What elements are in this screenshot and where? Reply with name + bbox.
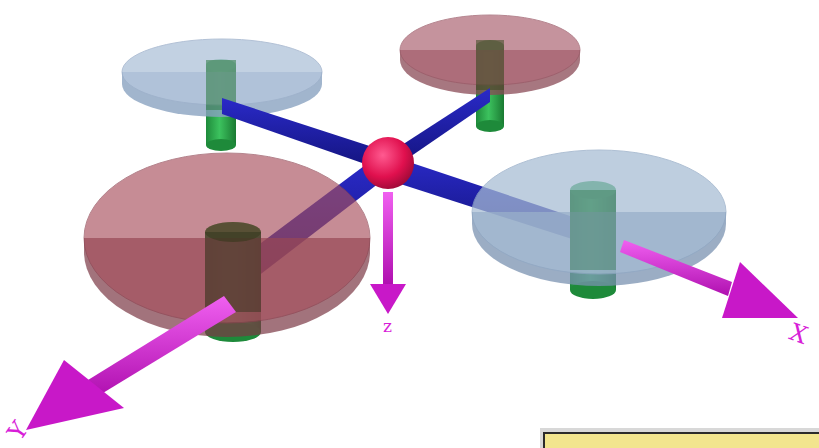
- center-body: [362, 137, 414, 189]
- back-right-motor: [476, 40, 504, 132]
- motor-base: [206, 139, 236, 151]
- y-axis-label: Y: [4, 417, 33, 444]
- axis-shaft: [620, 240, 732, 296]
- motor-shadow: [476, 40, 504, 90]
- x-axis-arrow: [620, 240, 798, 318]
- motor-shadow: [205, 232, 261, 312]
- rotor-disc: [84, 153, 370, 323]
- rotor-disc: [472, 150, 726, 274]
- z-axis-arrow: [370, 192, 406, 314]
- axis-head: [370, 284, 406, 314]
- y-axis-arrow: [26, 296, 236, 430]
- x-axis-label: X: [786, 320, 810, 348]
- axis-shaft: [88, 296, 236, 396]
- axis-shaft: [383, 192, 393, 284]
- axis-head: [722, 262, 798, 318]
- motor-shadow: [570, 190, 616, 270]
- motor-base: [476, 120, 504, 132]
- back-right-rotor: [400, 15, 580, 95]
- axis-head: [26, 360, 124, 430]
- z-axis-label: z: [383, 318, 392, 335]
- info-panel: [544, 433, 819, 448]
